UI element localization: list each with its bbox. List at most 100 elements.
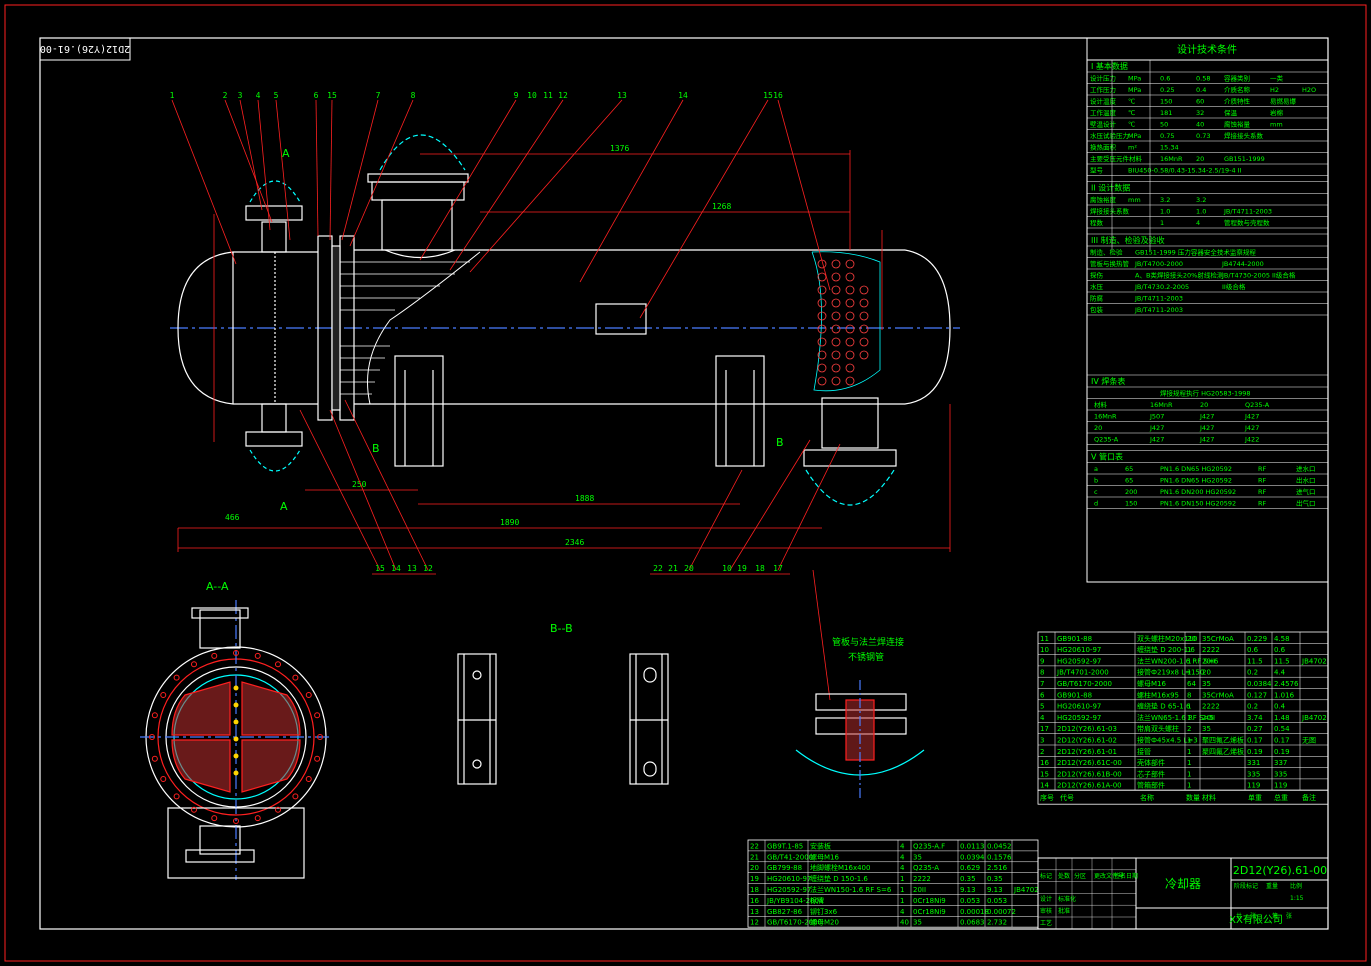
tech-cell: H2O [1302, 86, 1316, 94]
tech-cell: 防腐 [1090, 294, 1104, 303]
title-block-cell: 张 [1286, 912, 1292, 920]
bom-cell: 芯子部件 [1137, 769, 1165, 778]
bom-cell: 22 [750, 842, 759, 850]
detail-note-2: 不锈钢管 [848, 651, 884, 663]
tech-cell: 进气口 [1296, 487, 1316, 496]
tech-cell: 出气口 [1296, 499, 1316, 508]
tech-cell: 150 [1160, 98, 1172, 106]
title-block-cell: 重量 [1266, 882, 1278, 890]
title-block-cell: 标记 [1040, 872, 1052, 880]
tech-cell: PN1.6 DN200 HG20592 [1160, 488, 1236, 496]
saddle-right [715, 355, 765, 467]
tech-cell: 出水口 [1296, 476, 1316, 485]
balloon-label: 6 [314, 91, 319, 100]
tech-cell: 181 [1160, 109, 1172, 117]
bom-cell: 335 [1247, 770, 1260, 778]
drawing-number: 2D12(Y26).61-00 [1233, 864, 1327, 877]
bolt-hole [292, 793, 299, 800]
bom-cell: 0.0683 [960, 919, 985, 927]
tech-cell: c [1094, 488, 1098, 496]
tube-hole [831, 311, 841, 321]
tube-hole [831, 350, 841, 360]
bom-cell: 11 [1040, 635, 1049, 643]
bom-cell: 0.053 [987, 897, 1007, 905]
bom-cell: 1 [900, 875, 904, 883]
bom-cell: 0.00018 [960, 908, 989, 916]
title-block-cell: 日期 [1126, 872, 1138, 880]
tech-cell: 0.73 [1196, 132, 1210, 140]
bom-cell: Q235-A.F [913, 842, 945, 850]
tech-cell: 60 [1196, 98, 1204, 106]
bolt-hole [305, 692, 312, 698]
bom-cell: 0.0113 [960, 842, 985, 850]
tech-cell: 程数 [1090, 218, 1104, 227]
tech-cell: mm [1270, 121, 1283, 129]
title-block-cell: 更改文件号 [1094, 872, 1124, 880]
bolt-hole [173, 674, 180, 681]
tube-hole [859, 285, 869, 295]
bom-cell: 1.48 [1274, 714, 1290, 722]
tech-cell: 设计压力 [1090, 74, 1116, 83]
tech-cell: 腐蚀裕度 [1090, 195, 1117, 204]
tech-cell: J427 [1149, 436, 1164, 444]
tech-cell: 1.0 [1160, 208, 1170, 216]
tech-cell: b [1094, 477, 1098, 485]
bom-cell: 1 [900, 897, 904, 905]
tube-hole [859, 337, 869, 347]
tube-hole [831, 285, 841, 295]
title-block-cell: 审核 [1040, 907, 1052, 915]
tube-hole [831, 259, 841, 269]
tech-cell: PN1.6 DN65 HG20592 [1160, 477, 1232, 485]
balloon-label: 20 [684, 564, 694, 573]
tech-cell: 4 [1196, 219, 1200, 227]
bom-cell: 35 [913, 853, 922, 861]
balloon-label: 22 [653, 564, 663, 573]
balloon-label: 14 [678, 91, 688, 100]
tech-cell: JB/T4730.2-2005 [1134, 283, 1189, 291]
bom-cell: 缠绕垫 D 65-1.6 [1137, 702, 1191, 711]
balloon-label: 4 [256, 91, 261, 100]
bom-cell: 17 [1040, 725, 1049, 733]
bom-cell: 1 [1187, 646, 1191, 654]
bom-cell: 0Cr18Ni9 [913, 908, 946, 916]
tech-cell: 介质名称 [1224, 85, 1251, 94]
bom-cell: 1.016 [1274, 691, 1295, 699]
bom-cell: 4 [900, 908, 905, 916]
stamp-box [39, 37, 131, 61]
tech-cell: 0.25 [1160, 86, 1174, 94]
bolt-hole [151, 755, 158, 762]
tech-cell: 保温 [1224, 108, 1238, 117]
tie-rod [233, 753, 239, 759]
balloon-label: 13 [407, 564, 417, 573]
bom-cell: 1 [1187, 703, 1191, 711]
bom-cell: 16 [750, 897, 759, 905]
dim-d5: 1376 [610, 144, 629, 153]
bom-cell: 19 [750, 875, 759, 883]
tube-hole [831, 337, 841, 347]
main-elevation [170, 134, 960, 506]
bom-cell: HG20610-97 [767, 875, 811, 883]
bom-cell: 0.4 [1274, 703, 1286, 711]
bom-cell: 无图 [1302, 737, 1316, 745]
tech-cell: 50 [1160, 121, 1168, 129]
bom-cell: 2D12(Y26).61-01 [1057, 748, 1117, 756]
bom-header-cell: 代号 [1060, 793, 1074, 802]
tube-hole [831, 324, 841, 334]
tech-cell: 20 [1196, 155, 1204, 163]
saddle-left [394, 355, 444, 467]
bom-cell: 119 [1274, 782, 1287, 790]
bolt-hole [160, 692, 167, 698]
tech-cell: 3.2 [1160, 196, 1170, 204]
bom-cell: 20 [1187, 635, 1196, 643]
tech-cell: 岩棉 [1270, 108, 1284, 117]
bom-cell: 2D12(Y26).61B-00 [1057, 770, 1122, 778]
bom-header-cell: 总重 [1274, 793, 1288, 802]
tech-section-title: I 基本数据 [1091, 61, 1128, 71]
title-block-cell: 标准化 [1058, 895, 1076, 903]
tech-cell: J427 [1149, 424, 1164, 432]
bom-cell: 12 [750, 919, 759, 927]
bom-cell: 13 [750, 908, 759, 916]
bom-cell: 1 [1187, 759, 1191, 767]
tech-cell: 16MnR [1094, 413, 1117, 421]
detail-view [795, 680, 925, 800]
